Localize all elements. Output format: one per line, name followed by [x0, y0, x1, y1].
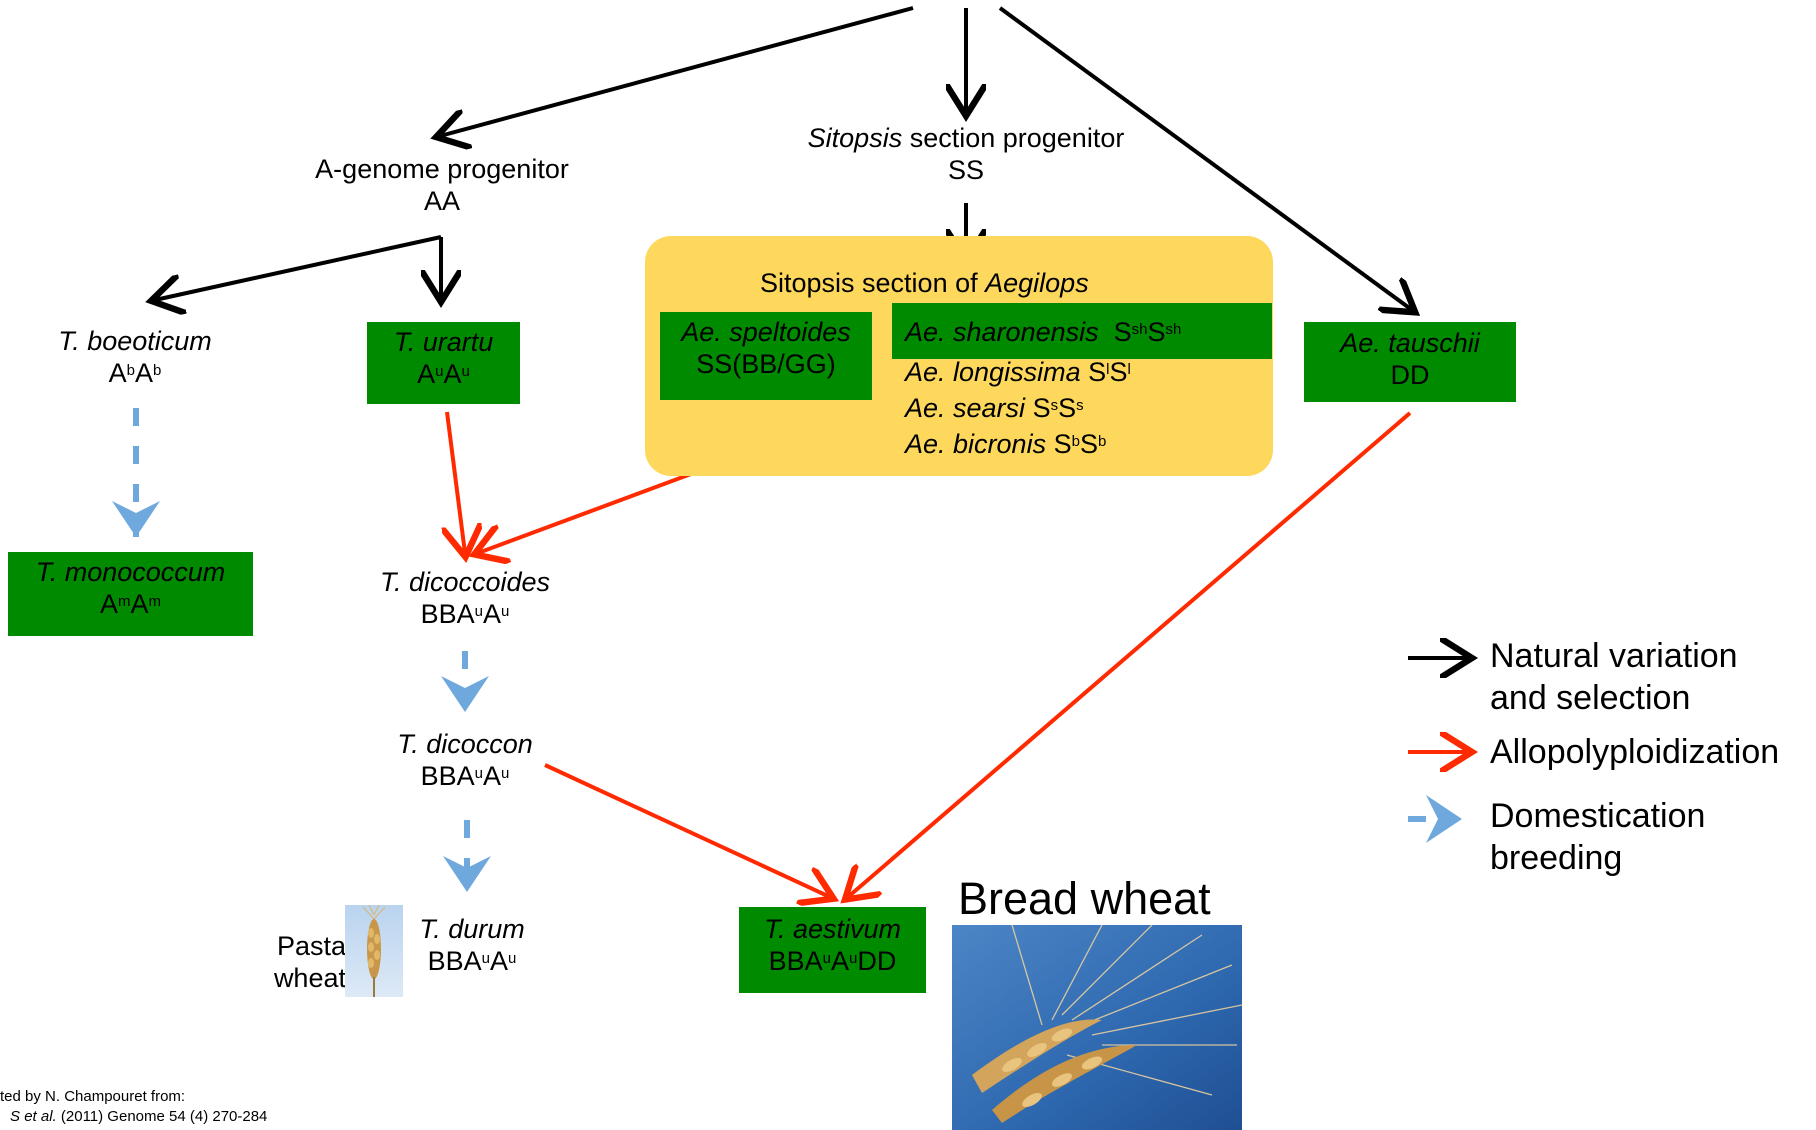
tauschii-genome: DD [1390, 360, 1430, 390]
sharonensis-highlight [892, 303, 1272, 359]
node-t-boeoticum: T. boeoticum AbAb [20, 325, 250, 389]
legend-domestication: Domestication breeding [1490, 797, 1706, 877]
node-t-durum: T. durum BBAuAu [402, 913, 542, 977]
urartu-name: T. urartu [393, 327, 494, 357]
durum-genome: BBAuAu [427, 946, 517, 976]
speltoides-genome: SS(BB/GG) [696, 349, 836, 379]
urartu-genome: AuAu [417, 359, 470, 389]
node-t-aestivum: T. aestivum BBAuAuDD [739, 907, 926, 993]
speltoides-name: Ae. speltoides [681, 317, 851, 347]
arrow-dicoccon-to-aestivum [544, 763, 830, 897]
sitopsis-progenitor-genome: SS [947, 155, 985, 185]
node-ae-tauschii: Ae. tauschii DD [1304, 322, 1516, 402]
boeoticum-genome: AbAb [108, 358, 162, 388]
a-genome-genome: AA [423, 186, 461, 216]
ae-longissima: Ae. longissima SlSl [905, 357, 1131, 387]
node-t-urartu: T. urartu AuAu [367, 322, 520, 404]
pasta-wheat-label: Pasta wheat [273, 931, 346, 993]
ae-searsi: Ae. searsi SsSs [905, 393, 1084, 423]
arrow-to-tauschii [998, 6, 1412, 310]
dicoccoides-genome: BBAuAu [420, 599, 510, 629]
durum-name: T. durum [419, 914, 525, 944]
legend-natural-variation: Natural variation and selection [1490, 637, 1738, 717]
boeoticum-name: T. boeoticum [58, 326, 212, 356]
arrow-to-a-genome [440, 6, 914, 136]
ae-bicronis: Ae. bicronis SbSb [905, 429, 1107, 459]
bread-wheat-image [952, 925, 1242, 1130]
node-a-genome-progenitor: A-genome progenitor AA [292, 153, 592, 217]
credit-line-1: ted by N. Champouret from: [0, 1088, 186, 1105]
ae-sharonensis: Ae. sharonensis SshSsh [905, 317, 1182, 347]
credit-line-2: S et al. (2011) Genome 54 (4) 270-284 [10, 1108, 268, 1125]
aestivum-name: T. aestivum [763, 914, 902, 944]
legend-allopolyploidization: Allopolyploidization [1490, 733, 1780, 771]
bread-wheat-label: Bread wheat [958, 873, 1211, 924]
arrow-urartu-to-dicoccoides [447, 411, 465, 553]
node-t-monococcum: T. monococcum AmAm [8, 552, 253, 636]
arrow-tauschii-to-aestivum [848, 411, 1412, 897]
a-genome-name: A-genome progenitor [315, 154, 569, 184]
arrow-to-boeoticum [155, 235, 442, 300]
dicoccoides-name: T. dicoccoides [379, 567, 551, 597]
tauschii-name: Ae. tauschii [1340, 328, 1480, 358]
sitopsis-progenitor-name: Sitopsis section progenitor [807, 123, 1125, 153]
node-t-dicoccon: T. dicoccon BBAuAu [345, 728, 585, 792]
pasta-wheat-image [345, 905, 403, 997]
dicoccon-genome: BBAuAu [420, 761, 510, 791]
node-sitopsis-progenitor: Sitopsis section progenitor SS [766, 122, 1166, 186]
sitopsis-panel-title: Sitopsis section of Aegilops [760, 268, 1089, 298]
aestivum-genome: BBAuAuDD [768, 946, 897, 976]
monococcum-name: T. monococcum [35, 557, 226, 587]
dicoccon-name: T. dicoccon [397, 729, 533, 759]
node-ae-speltoides: Ae. speltoides SS(BB/GG) [660, 312, 872, 400]
node-t-dicoccoides: T. dicoccoides BBAuAu [340, 566, 590, 630]
monococcum-genome: AmAm [99, 589, 162, 619]
